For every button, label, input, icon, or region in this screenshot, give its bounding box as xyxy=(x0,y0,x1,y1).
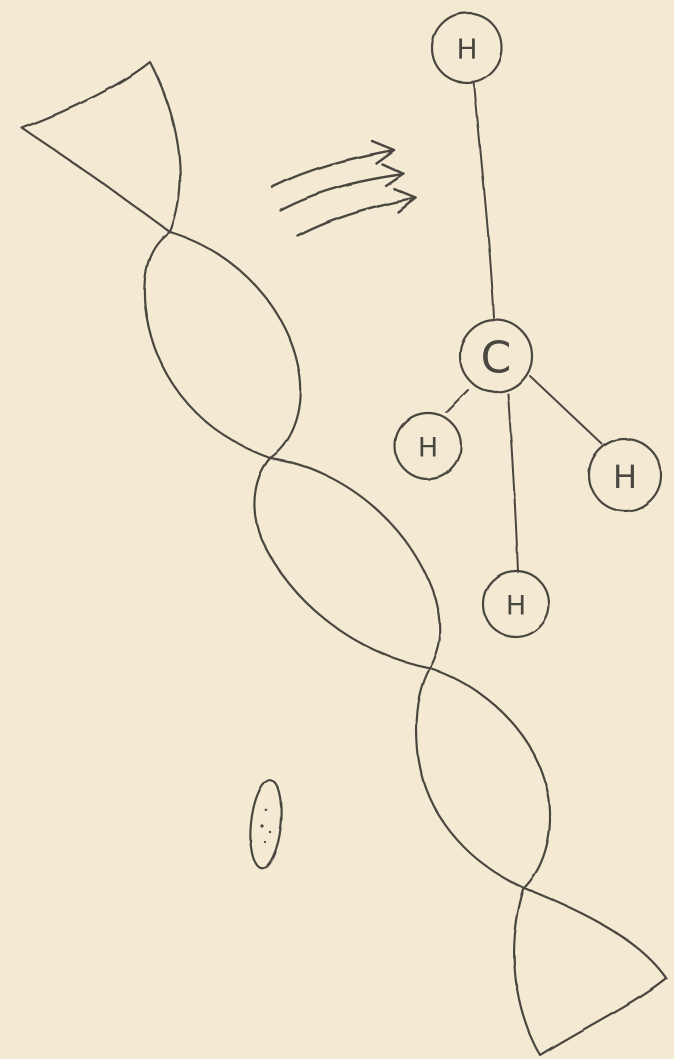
atom-label-hydrogen: H xyxy=(506,591,526,622)
atom-label-hydrogen: H xyxy=(456,33,477,66)
atom-label-hydrogen: H xyxy=(613,458,637,496)
atom-label-hydrogen: H xyxy=(418,433,438,464)
atom-label-carbon: C xyxy=(481,333,512,384)
